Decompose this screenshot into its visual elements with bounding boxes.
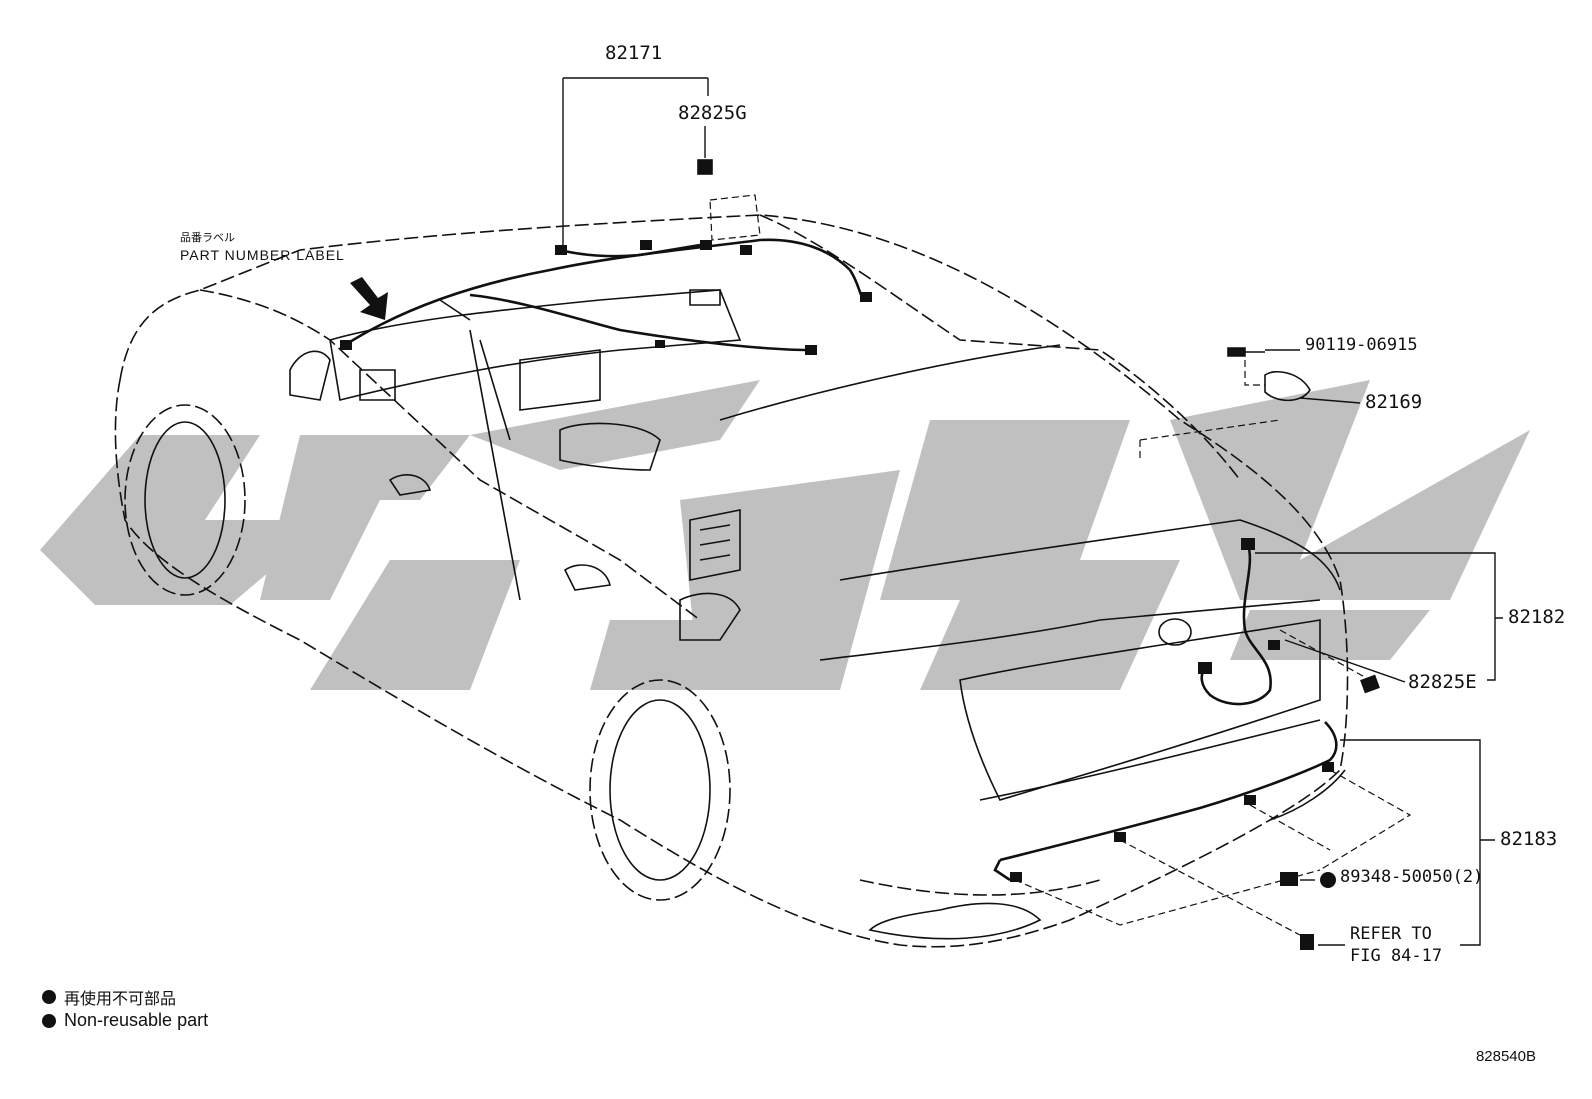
parts-small [697,159,1311,402]
roof-wire-connectors [340,240,872,355]
part-82171-label: 82171 [605,42,663,64]
part-82169-label: 82169 [1365,391,1423,413]
trunk-wire-harness [1200,544,1272,706]
part-82825e-label: 82825E [1408,671,1477,693]
car-outline [114,214,1349,948]
part-90119-06915-label: 90119-06915 [1305,335,1418,355]
part-number-label-text: PART NUMBER LABEL [180,247,345,263]
non-reusable-marker [1320,872,1336,888]
part-82183-label: 82183 [1500,828,1558,850]
arrow-part-label [350,277,388,320]
legend-dot-icon [42,990,56,1004]
part-82825g-label: 82825G [678,102,747,124]
legend-jp: 再使用不可部品 [42,985,176,1009]
solid-leaders [562,77,1503,946]
refer-to-line2: FIG 84-17 [1350,946,1443,966]
roof-wire-harness [344,238,866,352]
refer-to-line1: REFER TO [1350,924,1432,944]
figure-id: 828540B [1475,1048,1536,1065]
legend-en: Non-reusable part [42,1010,208,1031]
watermark-logo [40,380,1530,690]
dashed-leaders [709,194,1412,936]
legend-jp-text: 再使用不可部品 [64,989,177,1008]
bumper-wire-connectors [1010,762,1334,950]
legend-dot-icon [42,1013,56,1028]
part-number-label-jp: 品番ラベル [180,231,235,244]
bumper-wire-harness [993,721,1338,882]
part-82182-label: 82182 [1508,606,1566,628]
legend-en-text: Non-reusable part [64,1010,209,1030]
part-89348-50050-label: 89348-50050(2) [1340,867,1484,887]
trunk-wire-connectors [1198,538,1380,694]
